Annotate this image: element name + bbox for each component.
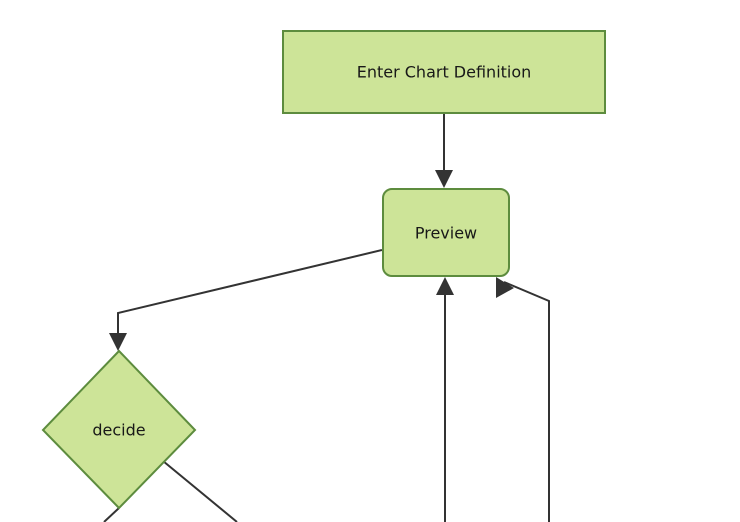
node-enter-chart-definition-shape xyxy=(282,30,606,114)
edge-decide-to-bottom-left[interactable] xyxy=(103,507,120,522)
node-layer: Enter Chart Definition Preview decide xyxy=(41,30,606,510)
edge-decide-bottom-left-line xyxy=(103,507,120,522)
arrowhead-up-left-to-preview xyxy=(496,277,514,298)
node-preview[interactable]: Preview xyxy=(382,188,510,277)
edge-decide-to-bottom-right[interactable] xyxy=(162,460,238,522)
edge-return-right-line xyxy=(503,281,550,522)
node-enter-chart-definition[interactable]: Enter Chart Definition xyxy=(282,30,606,114)
node-preview-shape xyxy=(382,188,510,277)
edge-return-right-to-preview[interactable] xyxy=(496,277,550,522)
edge-preview-to-decide-line xyxy=(117,249,383,344)
edge-enter-to-preview[interactable] xyxy=(435,114,453,188)
edge-preview-to-decide[interactable] xyxy=(109,249,383,351)
edge-return-center-to-preview[interactable] xyxy=(436,277,454,522)
edge-decide-bottom-right-line xyxy=(162,460,238,522)
node-decide-shape xyxy=(41,349,197,510)
edge-layer xyxy=(103,114,550,522)
arrowhead-up-to-preview-center xyxy=(436,277,454,295)
arrowhead-down-to-decide xyxy=(109,333,127,351)
node-decide[interactable]: decide xyxy=(41,349,197,510)
arrowhead-down-to-preview xyxy=(435,170,453,188)
